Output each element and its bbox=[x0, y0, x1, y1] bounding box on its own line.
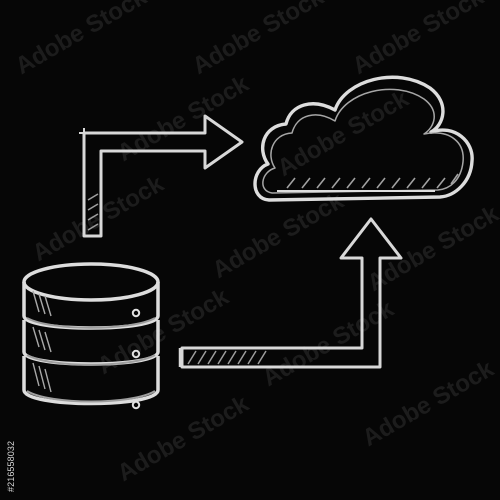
cloud-icon bbox=[253, 75, 474, 202]
stock-id: #216558032 bbox=[6, 440, 16, 492]
arrow-up-icon bbox=[178, 217, 403, 369]
database-icon bbox=[22, 262, 160, 410]
arrow-right-icon bbox=[79, 114, 244, 238]
